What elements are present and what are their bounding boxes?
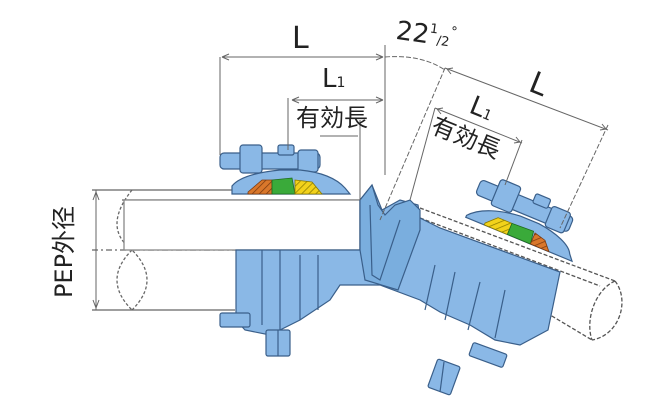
length-label-L: L [292,21,309,56]
dimension-lines [92,45,609,310]
length-label-L1: L1 [322,66,345,92]
flange-bolt-bottom-right [427,342,508,396]
fitting-body [235,183,561,346]
flange-bolt-bottom-left [219,312,291,357]
length-label-L1-subscript: 1 [336,75,346,91]
length-label-L1-symbol: L [322,64,337,94]
straight-pipe-left [92,189,361,311]
rubber-gasket-right [483,217,550,253]
effective-length-label: 有効長 [296,104,368,132]
angle-fraction-den: 2 [439,34,451,51]
pipe-outer-diameter-label: PEP外径 [50,205,79,299]
rubber-gasket-left [247,177,323,195]
angle-whole: 22 [394,15,432,51]
